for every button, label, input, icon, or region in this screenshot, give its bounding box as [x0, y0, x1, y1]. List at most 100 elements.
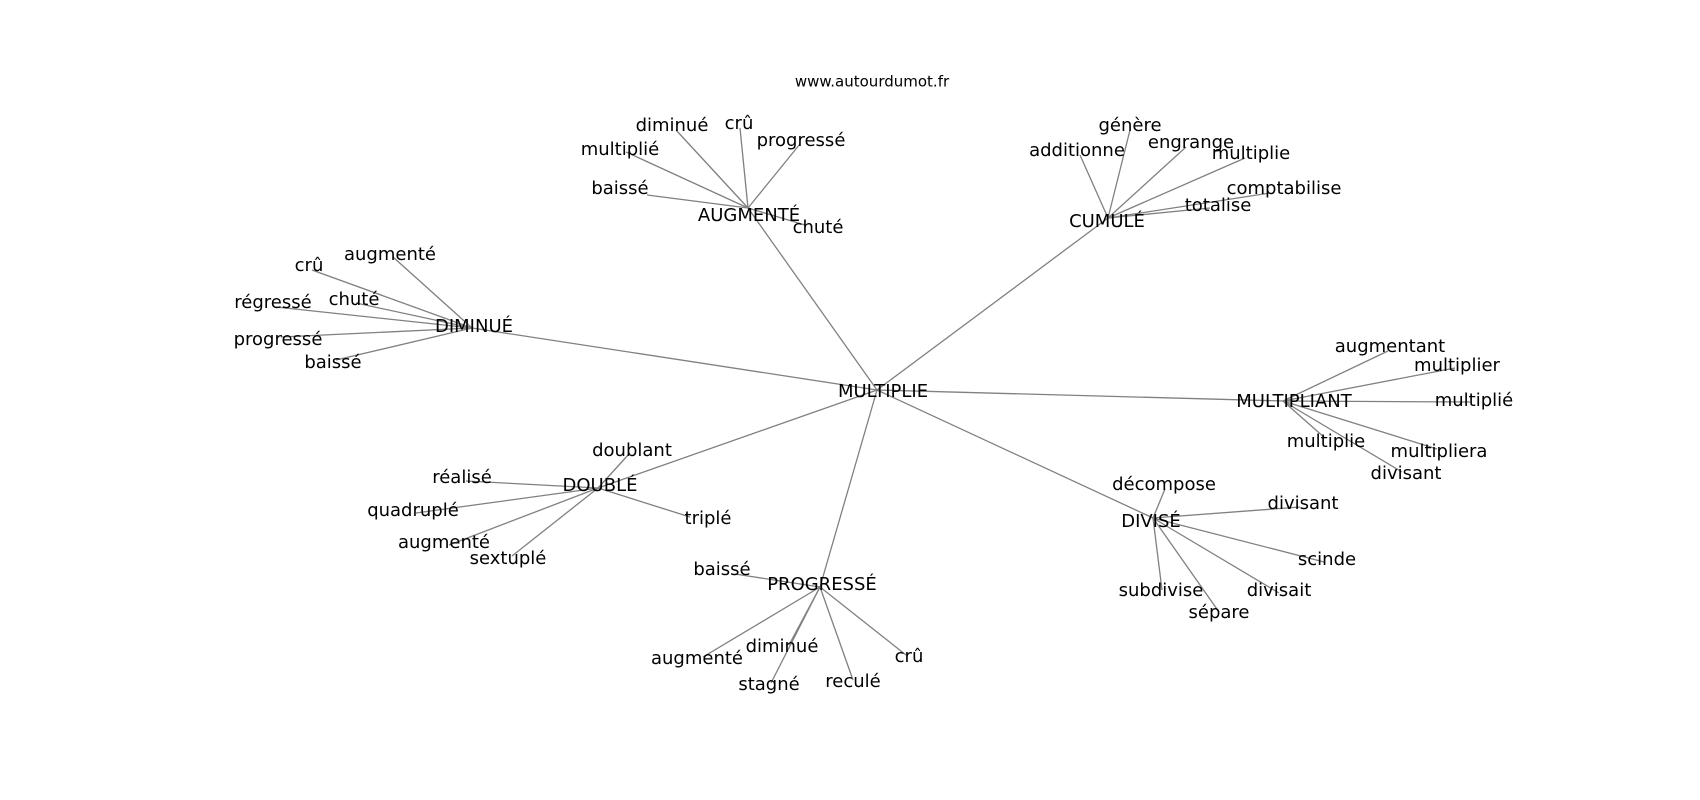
leaf-node-label: augmenté	[651, 648, 743, 669]
edge-hub-leaf	[1152, 517, 1163, 591]
edges-layer	[275, 127, 1471, 684]
edge-hub-leaf	[1152, 488, 1166, 519]
hub-node-label: DOUBLÉ	[563, 474, 638, 496]
leaf-node-label: baissé	[304, 352, 361, 373]
edge-hub-leaf	[734, 573, 821, 588]
edge-hub-leaf	[1152, 506, 1301, 519]
edge-hub-leaf	[747, 207, 806, 226]
leaf-node-label: totalise	[1185, 195, 1252, 216]
leaf-node-label: crû	[895, 646, 924, 667]
edge-hub-leaf	[747, 143, 801, 209]
leaf-node-label: sextuplé	[470, 548, 547, 569]
leaf-node-label: additionne	[1029, 140, 1125, 161]
leaf-node-label: augmenté	[344, 244, 436, 265]
edge-hub-leaf	[819, 586, 854, 681]
leaf-node-label: multiplier	[1414, 355, 1501, 376]
leaf-node-label: triplé	[685, 508, 732, 529]
leaf-node-label: stagné	[738, 674, 799, 695]
edge-hub-leaf	[392, 256, 473, 329]
hub-node-label: AUGMENTÉ	[698, 204, 800, 226]
edge-hub-leaf	[280, 327, 473, 338]
leaf-node-label: chuté	[329, 289, 380, 310]
edge-hub-leaf	[819, 586, 907, 656]
labels-layer: www.autourdumot.fr MULTIPLIE AUGMENTÉ dimi…	[234, 73, 1514, 696]
edge-hub-leaf	[311, 269, 473, 329]
edge-hub-leaf	[1282, 400, 1471, 403]
leaf-node-label: multiplie	[1287, 431, 1366, 452]
leaf-node-label: augmenté	[398, 532, 490, 553]
edge-center-hub	[876, 389, 1154, 519]
leaf-node-label: décompose	[1112, 474, 1216, 495]
leaf-node-label: chuté	[793, 217, 844, 238]
edge-hub-leaf	[1152, 517, 1325, 563]
edge-hub-leaf	[1282, 400, 1403, 473]
edge-hub-leaf	[1107, 146, 1187, 219]
edge-hub-leaf	[597, 487, 691, 518]
edge-hub-leaf	[1152, 517, 1280, 594]
leaf-node-label: progressé	[757, 130, 846, 151]
edge-hub-leaf	[1282, 367, 1456, 402]
leaf-node-label: progressé	[234, 329, 323, 350]
leaf-node-label: crû	[725, 113, 754, 134]
edge-center-hub	[876, 389, 1284, 402]
edge-hub-leaf	[1107, 192, 1271, 219]
leaf-node-label: multiplié	[581, 139, 660, 160]
leaf-node-label: crû	[295, 255, 324, 276]
leaf-node-label: diminué	[746, 636, 819, 657]
leaf-node-label: diminué	[636, 115, 709, 136]
leaf-node-label: divisant	[1268, 493, 1339, 514]
leaf-node-label: doublant	[592, 440, 672, 461]
credit-text: www.autourdumot.fr	[795, 73, 950, 91]
edge-hub-leaf	[335, 327, 473, 361]
edge-hub-leaf	[1282, 400, 1438, 450]
edge-hub-leaf	[448, 487, 599, 546]
leaf-node-label: réalisé	[432, 467, 492, 488]
hub-node-label: MULTIPLIANT	[1236, 391, 1353, 412]
edge-hub-leaf	[770, 586, 821, 684]
edge-hub-leaf	[511, 487, 599, 557]
leaf-node-label: quadruplé	[367, 500, 459, 521]
leaf-node-label: engrange	[1148, 132, 1234, 153]
edge-hub-leaf	[675, 129, 749, 209]
leaf-node-label: scinde	[1298, 549, 1356, 570]
edge-hub-leaf	[1107, 157, 1246, 219]
leaf-node-label: régressé	[234, 292, 311, 313]
leaf-node-label: génère	[1098, 115, 1161, 136]
edge-hub-leaf	[597, 453, 630, 489]
leaf-node-label: multiplié	[1435, 390, 1514, 411]
hub-node-label: CUMULÉ	[1069, 210, 1145, 232]
edge-center-hub	[819, 389, 878, 588]
leaf-node-label: multipliera	[1391, 441, 1488, 462]
leaf-node-label: comptabilise	[1227, 178, 1342, 199]
edge-hub-leaf	[625, 151, 749, 209]
edge-hub-leaf	[1152, 517, 1220, 613]
edge-hub-leaf	[355, 302, 473, 329]
edge-hub-leaf	[275, 306, 473, 329]
edge-hub-leaf	[1107, 207, 1211, 219]
leaf-node-label: divisant	[1371, 463, 1442, 484]
edge-hub-leaf	[415, 487, 599, 514]
hub-node-label: PROGRESSÉ	[767, 573, 877, 595]
edge-hub-leaf	[702, 586, 821, 658]
leaf-node-label: subdivise	[1119, 580, 1204, 601]
edge-hub-leaf	[646, 194, 749, 209]
leaf-node-label: augmentant	[1335, 336, 1445, 357]
edge-center-hub	[597, 389, 878, 489]
edge-hub-leaf	[1282, 400, 1326, 439]
edge-hub-leaf	[465, 480, 599, 489]
edge-center-hub	[876, 217, 1109, 391]
leaf-node-label: sépare	[1189, 602, 1250, 623]
edge-center-hub	[471, 327, 878, 391]
edge-hub-leaf	[1282, 350, 1389, 402]
center-node-label: MULTIPLIE	[838, 381, 928, 402]
edge-hub-leaf	[1079, 154, 1109, 219]
leaf-node-label: multiplie	[1212, 143, 1291, 164]
leaf-node-label: divisait	[1247, 580, 1312, 601]
leaf-node-label: baissé	[693, 559, 750, 580]
edge-center-hub	[747, 207, 878, 391]
leaf-node-label: reculé	[825, 671, 880, 692]
hub-node-label: DIMINUÉ	[435, 315, 513, 337]
edge-hub-leaf	[739, 127, 749, 209]
hub-node-label: DIVISÉ	[1121, 510, 1181, 532]
